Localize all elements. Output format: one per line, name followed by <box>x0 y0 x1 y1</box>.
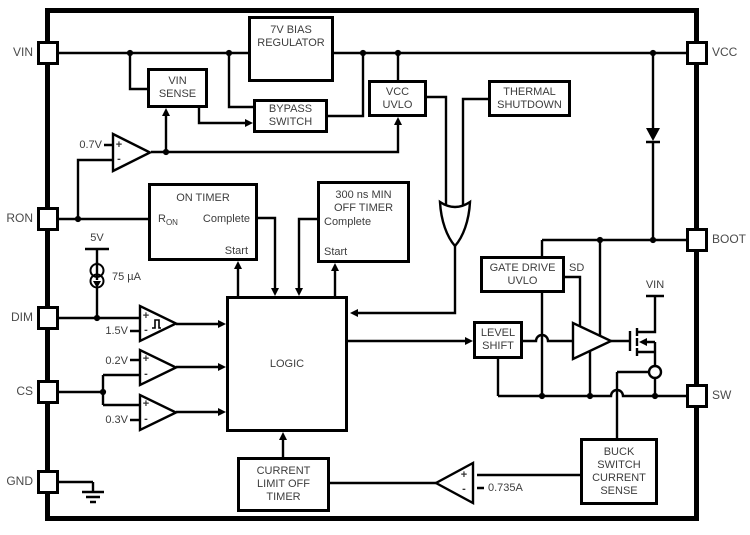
dim-current-label: 75 µA <box>112 271 141 283</box>
vin-sense-label-1: VIN <box>168 75 187 87</box>
control-wires <box>59 95 488 315</box>
cs-threshold-high-label: 0.3V <box>105 414 128 426</box>
comp-0v2-minus-sign: - <box>144 368 148 380</box>
sd-signal-label: SD <box>569 262 585 274</box>
pin-dim <box>37 306 59 330</box>
off-timer-start-port: Start <box>324 246 348 258</box>
bypass-switch-label-1: BYPASS <box>268 103 313 115</box>
pin-gnd-label: GND <box>6 474 33 488</box>
pin-vin <box>37 41 59 65</box>
ic-boundary <box>45 8 699 521</box>
pin-ron <box>37 207 59 231</box>
comp-0v3-minus-sign: - <box>144 413 148 425</box>
on-timer-block: ON TIMER RON Complete Start <box>148 183 258 261</box>
comparator-1v5 <box>138 304 179 343</box>
pin-dim-label: DIM <box>11 310 33 324</box>
vcc-uvlo-label-2: UVLO <box>382 98 413 111</box>
bias-regulator-block: 7V BIAS REGULATOR <box>248 16 334 82</box>
comp-ilim-plus-sign: + <box>460 469 468 481</box>
on-timer-ron-port: RON <box>158 213 178 228</box>
driver-switch-wires <box>59 238 686 504</box>
vcc-uvlo-label-1: VCC <box>385 85 410 98</box>
thermal-shutdown-label-1: THERMAL <box>503 85 556 98</box>
on-timer-title: ON TIMER <box>176 192 230 204</box>
gate-drive-uvlo-label-2: UVLO <box>507 274 538 287</box>
level-shift-label-2: SHIFT <box>482 340 514 352</box>
level-shift-label-1: LEVEL <box>480 327 516 339</box>
clot-label-3: TIMER <box>266 491 301 503</box>
on-timer-complete-port: Complete <box>202 213 250 225</box>
current-limit-off-timer-block: CURRENT LIMIT OFF TIMER <box>237 457 330 512</box>
comp-0v7-plus-sign: + <box>115 139 123 151</box>
pin-cs <box>37 380 59 404</box>
vin-sense-label-2: SENSE <box>158 88 197 100</box>
pin-gnd <box>37 470 59 494</box>
current-sense-probe <box>647 364 663 380</box>
vin-sense-block: VIN SENSE <box>147 68 208 108</box>
pin-ron-label: RON <box>6 211 33 225</box>
bootstrap-diode <box>646 128 660 141</box>
bscs-label-2: SWITCH <box>597 458 641 471</box>
dim-rail-label: 5V <box>90 232 104 244</box>
arrowheads <box>93 61 647 440</box>
on-timer-start-port: Start <box>224 245 248 257</box>
gate-shapes <box>111 132 663 506</box>
gate-drive-uvlo-block: GATE DRIVE UVLO <box>480 256 565 293</box>
logic-block: LOGIC <box>226 296 348 432</box>
pin-vcc-label: VCC <box>712 45 738 59</box>
off-timer-title-2: OFF TIMER <box>333 202 394 214</box>
pin-cs-label: CS <box>16 384 33 398</box>
clot-label-2: LIMIT OFF <box>257 478 310 490</box>
thermal-shutdown-block: THERMAL SHUTDOWN <box>488 80 571 117</box>
bscs-label-4: SENSE <box>600 484 638 497</box>
bypass-switch-block: BYPASS SWITCH <box>253 99 328 133</box>
cs-threshold-low-label: 0.2V <box>105 355 128 367</box>
bscs-label-1: BUCK <box>603 445 635 458</box>
or-gate <box>438 199 472 248</box>
logic-label: LOGIC <box>269 357 305 370</box>
comp-ilim-minus-sign: - <box>462 483 466 495</box>
pin-boot <box>686 228 708 252</box>
gate-driver-buffer <box>571 321 614 361</box>
pin-sw <box>686 384 708 408</box>
dim-threshold-label: 1.5V <box>105 325 128 337</box>
clot-label-1: CURRENT <box>256 465 311 477</box>
vcc-uvlo-block: VCC UVLO <box>368 80 427 117</box>
gate-drive-uvlo-label-1: GATE DRIVE <box>489 261 556 274</box>
wires <box>59 51 686 504</box>
thermal-shutdown-label-2: SHUTDOWN <box>497 98 562 111</box>
pin-boot-label: BOOT <box>712 232 747 246</box>
off-timer-complete-port: Complete <box>324 216 372 228</box>
hysteresis-icon <box>152 319 161 329</box>
bias-regulator-label-2: REGULATOR <box>257 37 325 49</box>
buck-switch-current-sense-block: BUCK SWITCH CURRENT SENSE <box>580 438 658 505</box>
comp-0v2-plus-sign: + <box>142 353 150 365</box>
comp-1v5-minus-sign: - <box>144 324 148 336</box>
off-timer-block: 300 ns MIN OFF TIMER Complete Start <box>317 181 410 263</box>
comparator-0v7 <box>111 132 153 173</box>
comparator-current-limit <box>433 460 475 506</box>
pin-vin-label: VIN <box>12 45 33 59</box>
junction-dots <box>74 49 659 400</box>
current-limit-threshold-label: 0.735A <box>488 482 523 494</box>
comp-0v7-minus-sign: - <box>117 153 121 165</box>
enable-threshold-label: 0.7V <box>79 139 102 151</box>
bypass-switch-label-2: SWITCH <box>268 116 313 128</box>
power-rail-wires <box>59 51 686 240</box>
level-shift-block: LEVEL SHIFT <box>473 321 523 359</box>
pin-sw-label: SW <box>712 388 732 402</box>
off-timer-title-1: 300 ns MIN <box>335 189 392 201</box>
comparator-0v3 <box>138 393 179 432</box>
pin-vcc <box>686 41 708 65</box>
switch-drain-vin-label: VIN <box>645 279 665 291</box>
bias-regulator-label-1: 7V BIAS <box>270 24 312 36</box>
comp-0v3-plus-sign: + <box>142 398 150 410</box>
bscs-label-3: CURRENT <box>592 471 646 484</box>
comp-1v5-plus-sign: + <box>142 310 150 322</box>
comparator-0v2 <box>138 348 179 387</box>
